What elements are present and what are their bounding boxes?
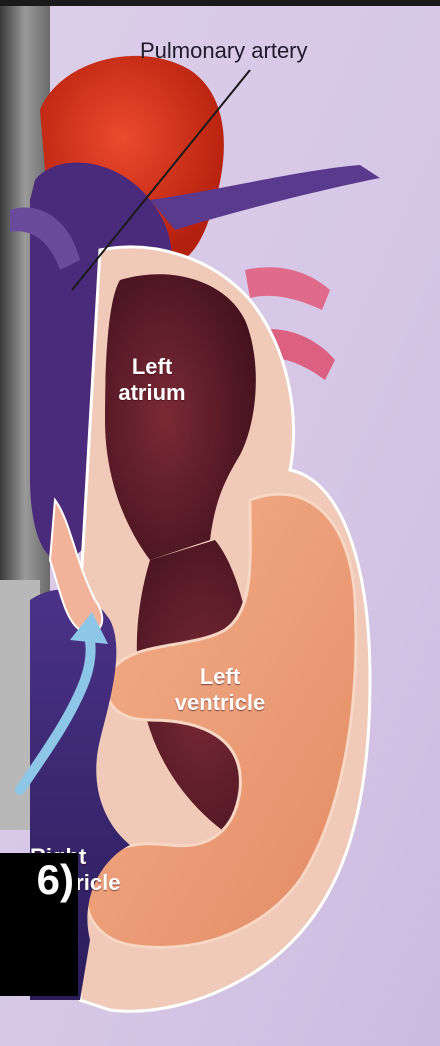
label-left-ventricle: Left ventricle [150, 664, 290, 716]
caption-number: 6) [0, 855, 78, 905]
label-left-atrium-line1: Left [92, 354, 212, 380]
label-pulmonary-artery: Pulmonary artery [140, 38, 400, 64]
top-dark-strip [0, 0, 440, 6]
label-left-atrium: Left atrium [92, 354, 212, 406]
label-left-ventricle-line2: ventricle [150, 690, 290, 716]
label-left-ventricle-line1: Left [150, 664, 290, 690]
label-left-atrium-line2: atrium [92, 380, 212, 406]
